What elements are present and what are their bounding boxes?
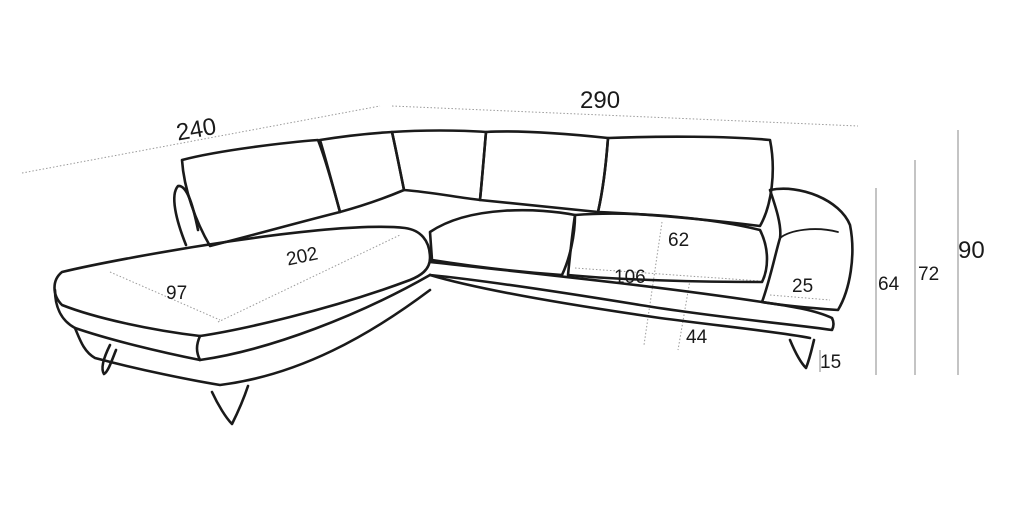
seat-cushion-2 xyxy=(566,212,769,284)
chaise-base-front xyxy=(53,273,432,362)
dim-label-90: 90 xyxy=(958,237,985,264)
seat-width-line xyxy=(574,267,761,282)
leg-front-left xyxy=(101,343,118,376)
dim-label-290: 290 xyxy=(580,87,620,114)
chaise-seat xyxy=(53,225,432,338)
dimension-lines xyxy=(21,105,959,375)
dim-label-97: 97 xyxy=(166,283,187,304)
depth-guide-line xyxy=(21,105,381,174)
dim-label-64: 64 xyxy=(878,274,900,295)
chaise-frame-bottom xyxy=(73,288,432,387)
main-base-frame xyxy=(428,260,835,332)
back-cushion-4 xyxy=(478,130,610,214)
dim-label-240: 240 xyxy=(174,113,218,147)
chaise-length-line xyxy=(217,234,401,323)
dim-label-25: 25 xyxy=(792,276,813,297)
dim-label-72: 72 xyxy=(918,264,939,285)
main-frame-underside xyxy=(428,273,812,340)
dim-label-202: 202 xyxy=(285,243,320,270)
back-cushion-5 xyxy=(596,135,775,228)
back-cushion-2 xyxy=(318,130,406,214)
dim-label-62: 62 xyxy=(668,230,689,251)
chaise-width-line xyxy=(109,271,221,321)
leg-front-right xyxy=(788,338,816,370)
width-guide-line xyxy=(391,105,859,127)
back-cushion-3 xyxy=(390,129,488,202)
chaise-corner xyxy=(195,334,202,362)
armrest-top-line xyxy=(779,228,839,239)
seat-depth-line xyxy=(643,221,663,346)
arm-width-line xyxy=(769,294,831,301)
dim-label-15: 15 xyxy=(820,352,841,373)
dim-label-106: 106 xyxy=(614,267,646,288)
sofa-outline xyxy=(53,129,854,426)
dimension-labels: 240 290 90 72 64 202 97 62 106 44 25 15 xyxy=(166,87,985,373)
leg-front-center xyxy=(210,384,250,426)
dim-label-44: 44 xyxy=(686,327,708,348)
